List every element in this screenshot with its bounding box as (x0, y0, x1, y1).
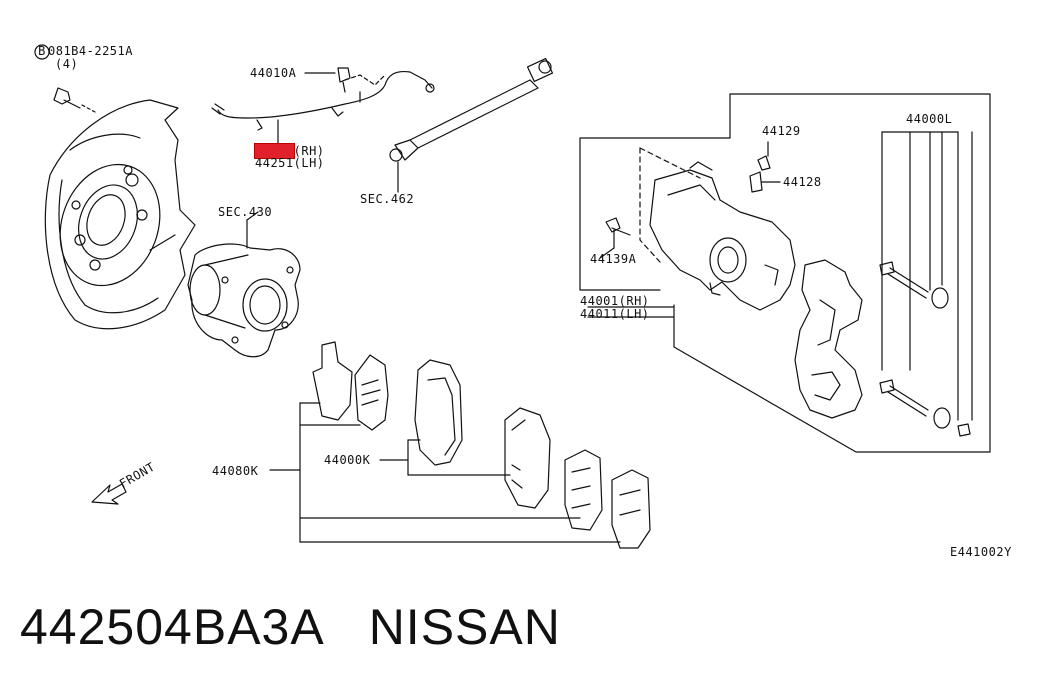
label-sec-462: SEC.462 (360, 192, 415, 206)
bolt-081b4 (34, 44, 96, 113)
caliper-body (605, 147, 796, 311)
label-44001: 44001(RH) (580, 294, 650, 308)
label-44250-side: (RH) (293, 144, 325, 158)
b-circle-mark: B (38, 44, 46, 58)
leader-44139a (599, 247, 615, 259)
abs-sensor (211, 70, 435, 147)
brake-hose (389, 57, 554, 193)
label-44251: 44251(LH) (255, 156, 325, 170)
part-caption: 442504BA3A NISSAN (20, 598, 561, 656)
diagram-code: E441002Y (950, 545, 1012, 559)
label-44129: 44129 (762, 124, 801, 138)
label-44139a: 44139A (590, 252, 637, 266)
bolt-ref-code: 081B4-2251A (48, 44, 133, 58)
brake-pads (269, 341, 651, 549)
highlighted-part-number[interactable]: 44250 (254, 143, 295, 159)
caliper-box-outline (579, 93, 991, 453)
bleeder-screw (749, 141, 781, 193)
label-44000l: 44000L (906, 112, 953, 126)
caliper-bracket (794, 259, 863, 419)
label-44000k: 44000K (324, 453, 371, 467)
front-arrow-icon (91, 483, 127, 505)
bracket-44010a (304, 67, 351, 93)
label-44010a: 44010A (250, 66, 297, 80)
label-44080k: 44080K (212, 464, 259, 478)
part-number: 442504BA3A (20, 599, 325, 655)
brand-name: NISSAN (368, 599, 561, 655)
leader-44001 (587, 306, 675, 318)
leader-sec430 (246, 211, 259, 221)
label-44250: 44250(RH) (254, 143, 325, 159)
wheel-hub (187, 219, 301, 358)
bolt-qty-label: (4) (55, 57, 79, 71)
guide-pins (879, 131, 973, 437)
label-44128: 44128 (783, 175, 822, 189)
label-44011: 44011(LH) (580, 307, 650, 321)
parts-diagram (34, 44, 991, 549)
backing-plate (44, 99, 196, 330)
label-sec-430: SEC.430 (218, 205, 273, 219)
